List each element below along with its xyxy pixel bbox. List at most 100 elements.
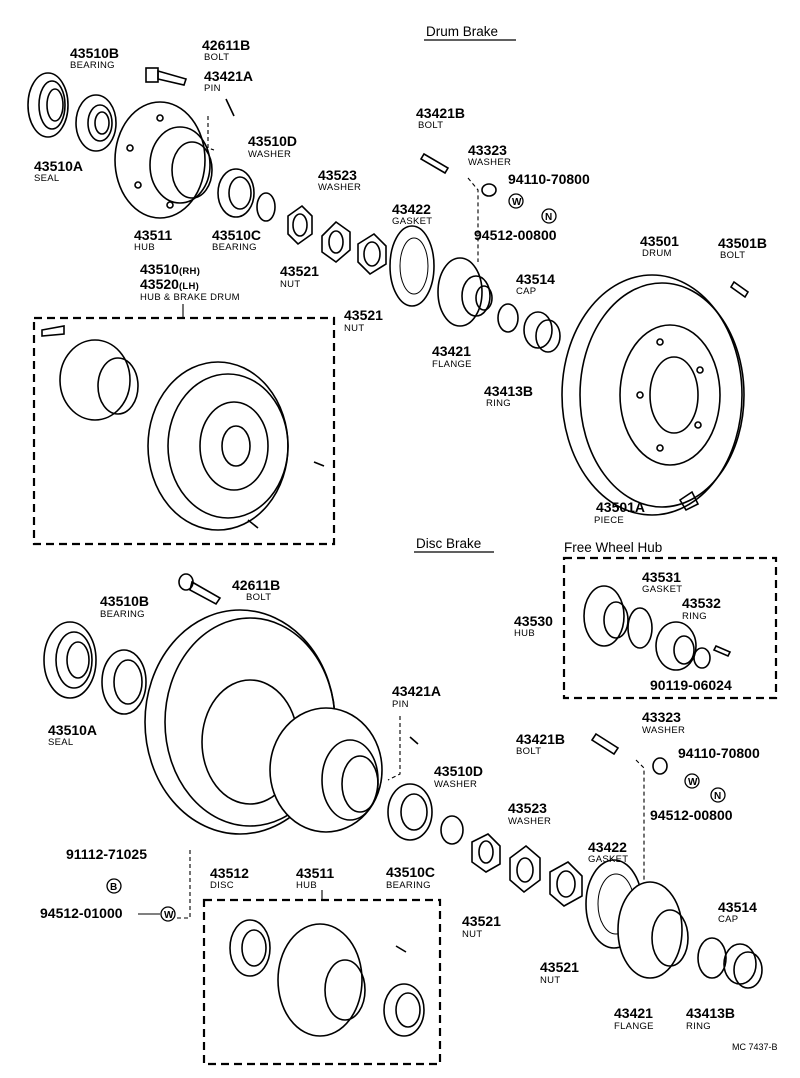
disc-nut-second-drawing (549, 861, 583, 907)
svg-text:43523: 43523 (508, 800, 547, 816)
svg-text:43510B: 43510B (100, 593, 149, 609)
svg-text:43510D: 43510D (434, 763, 483, 779)
disc-nut-symbol (710, 787, 726, 803)
svg-text:RING: RING (686, 1021, 711, 1032)
svg-text:43421: 43421 (614, 1005, 653, 1021)
svg-text:91112-71025: 91112-71025 (66, 846, 147, 862)
svg-text:BOLT: BOLT (246, 592, 271, 603)
svg-text:RING: RING (682, 611, 707, 622)
washer-43323-drawing (481, 183, 497, 197)
disc-flange-drawing (617, 881, 689, 979)
piece-43501a-drawing (678, 490, 700, 512)
svg-text:CAP: CAP (718, 914, 738, 925)
svg-text:BOLT: BOLT (204, 52, 229, 63)
disc-hub-drawing (269, 707, 383, 833)
svg-text:43501A: 43501A (596, 499, 645, 515)
svg-text:HUB: HUB (134, 242, 155, 253)
svg-text:NUT: NUT (344, 323, 364, 334)
svg-text:43523: 43523 (318, 167, 357, 183)
disc-washer-43523-drawing (509, 844, 541, 894)
svg-text:43532: 43532 (682, 595, 721, 611)
washer-symbol (508, 193, 524, 209)
disc-bolt-43421b-drawing (590, 732, 620, 756)
svg-text:43323: 43323 (642, 709, 681, 725)
svg-text:43501B: 43501B (718, 235, 767, 251)
svg-text:W: W (512, 197, 522, 208)
svg-text:WASHER: WASHER (468, 157, 511, 168)
disc-hub-box-drawing (229, 919, 425, 1037)
svg-text:BEARING: BEARING (386, 880, 431, 891)
svg-text:HUB: HUB (514, 628, 535, 639)
svg-text:43514: 43514 (718, 899, 757, 915)
svg-text:BOLT: BOLT (516, 746, 541, 757)
drum-43501-drawing (561, 274, 745, 516)
bolt-42611b-drawing (145, 67, 188, 86)
svg-text:43510C: 43510C (386, 864, 435, 880)
svg-text:43413B: 43413B (484, 383, 533, 399)
svg-text:NUT: NUT (280, 279, 300, 290)
svg-text:B: B (110, 882, 117, 893)
svg-text:43531: 43531 (642, 569, 681, 585)
drawing-reference: MC 7437-B (732, 1042, 778, 1052)
disc-washer-43323-drawing (652, 757, 668, 775)
svg-text:WASHER: WASHER (642, 725, 685, 736)
assembly-drawing (41, 325, 325, 531)
disc-nut-drawing (471, 833, 501, 873)
svg-text:94512-01000: 94512-01000 (40, 905, 123, 921)
svg-text:43510D: 43510D (248, 133, 297, 149)
svg-text:94110-70800: 94110-70800 (678, 745, 760, 761)
svg-text:43421A: 43421A (392, 683, 441, 699)
svg-text:43521: 43521 (462, 913, 501, 929)
nut-symbol (541, 208, 557, 224)
svg-text:43421B: 43421B (516, 731, 565, 747)
svg-text:FLANGE: FLANGE (614, 1021, 654, 1032)
svg-text:CAP: CAP (516, 286, 536, 297)
fwh-labels: 43531 GASKET 43530 HUB 43532 RING 90119-… (514, 569, 732, 693)
ring-43413b-drawing (497, 303, 519, 333)
bearing-43510c-drawing (217, 168, 255, 218)
svg-text:NUT: NUT (462, 929, 482, 940)
svg-text:43514: 43514 (516, 271, 555, 287)
svg-text:94512-00800: 94512-00800 (650, 807, 733, 823)
svg-text:43413B: 43413B (686, 1005, 735, 1021)
svg-text:90119-06024: 90119-06024 (650, 677, 732, 693)
nut-43521-drawing (287, 204, 313, 246)
svg-text:W: W (164, 910, 174, 921)
seal-43510a-drawing (27, 72, 69, 138)
svg-text:HUB: HUB (296, 880, 317, 891)
disc-seal-drawing (43, 621, 97, 699)
svg-text:WASHER: WASHER (508, 816, 551, 827)
svg-text:GASKET: GASKET (642, 584, 682, 595)
hub-43511-drawing (114, 101, 213, 219)
washer-43510d-drawing (256, 192, 276, 222)
hub-brake-drum-assembly-box (32, 316, 336, 546)
svg-text:BEARING: BEARING (100, 609, 145, 620)
svg-text:43511: 43511 (134, 227, 172, 243)
svg-text:N: N (545, 212, 552, 223)
svg-text:BOLT: BOLT (418, 120, 443, 131)
disc-left-washer-symbol (160, 906, 176, 922)
bearing-43510b-drawing (75, 94, 117, 152)
svg-text:FLANGE: FLANGE (432, 359, 472, 370)
pin-drawing (225, 98, 235, 117)
disc-washer-43510d-drawing (440, 815, 464, 845)
svg-text:GASKET: GASKET (588, 854, 628, 865)
svg-text:43510B: 43510B (70, 45, 119, 61)
gasket-43422-drawing (389, 225, 435, 307)
free-wheel-hub-heading: Free Wheel Hub (564, 540, 662, 555)
disc-bearing-drawing (101, 649, 147, 715)
svg-text:SEAL: SEAL (48, 737, 74, 748)
disc-labels: 42611B BOLT 43510B BEARING 43510A SEAL 4… (40, 577, 760, 1032)
svg-text:PIECE: PIECE (594, 515, 624, 526)
nut-43521-second-drawing (357, 232, 387, 276)
svg-text:WASHER: WASHER (248, 149, 291, 160)
svg-text:43501: 43501 (640, 233, 679, 249)
drum-brake-heading: Drum Brake (426, 24, 498, 39)
svg-text:43510A: 43510A (48, 722, 97, 738)
flange-43421-drawing (437, 257, 493, 327)
svg-text:PIN: PIN (392, 699, 409, 710)
drum-labels: 43510B BEARING 42611B BOLT 43421A PIN 43… (34, 37, 767, 526)
cap-43514-drawing (523, 311, 561, 353)
